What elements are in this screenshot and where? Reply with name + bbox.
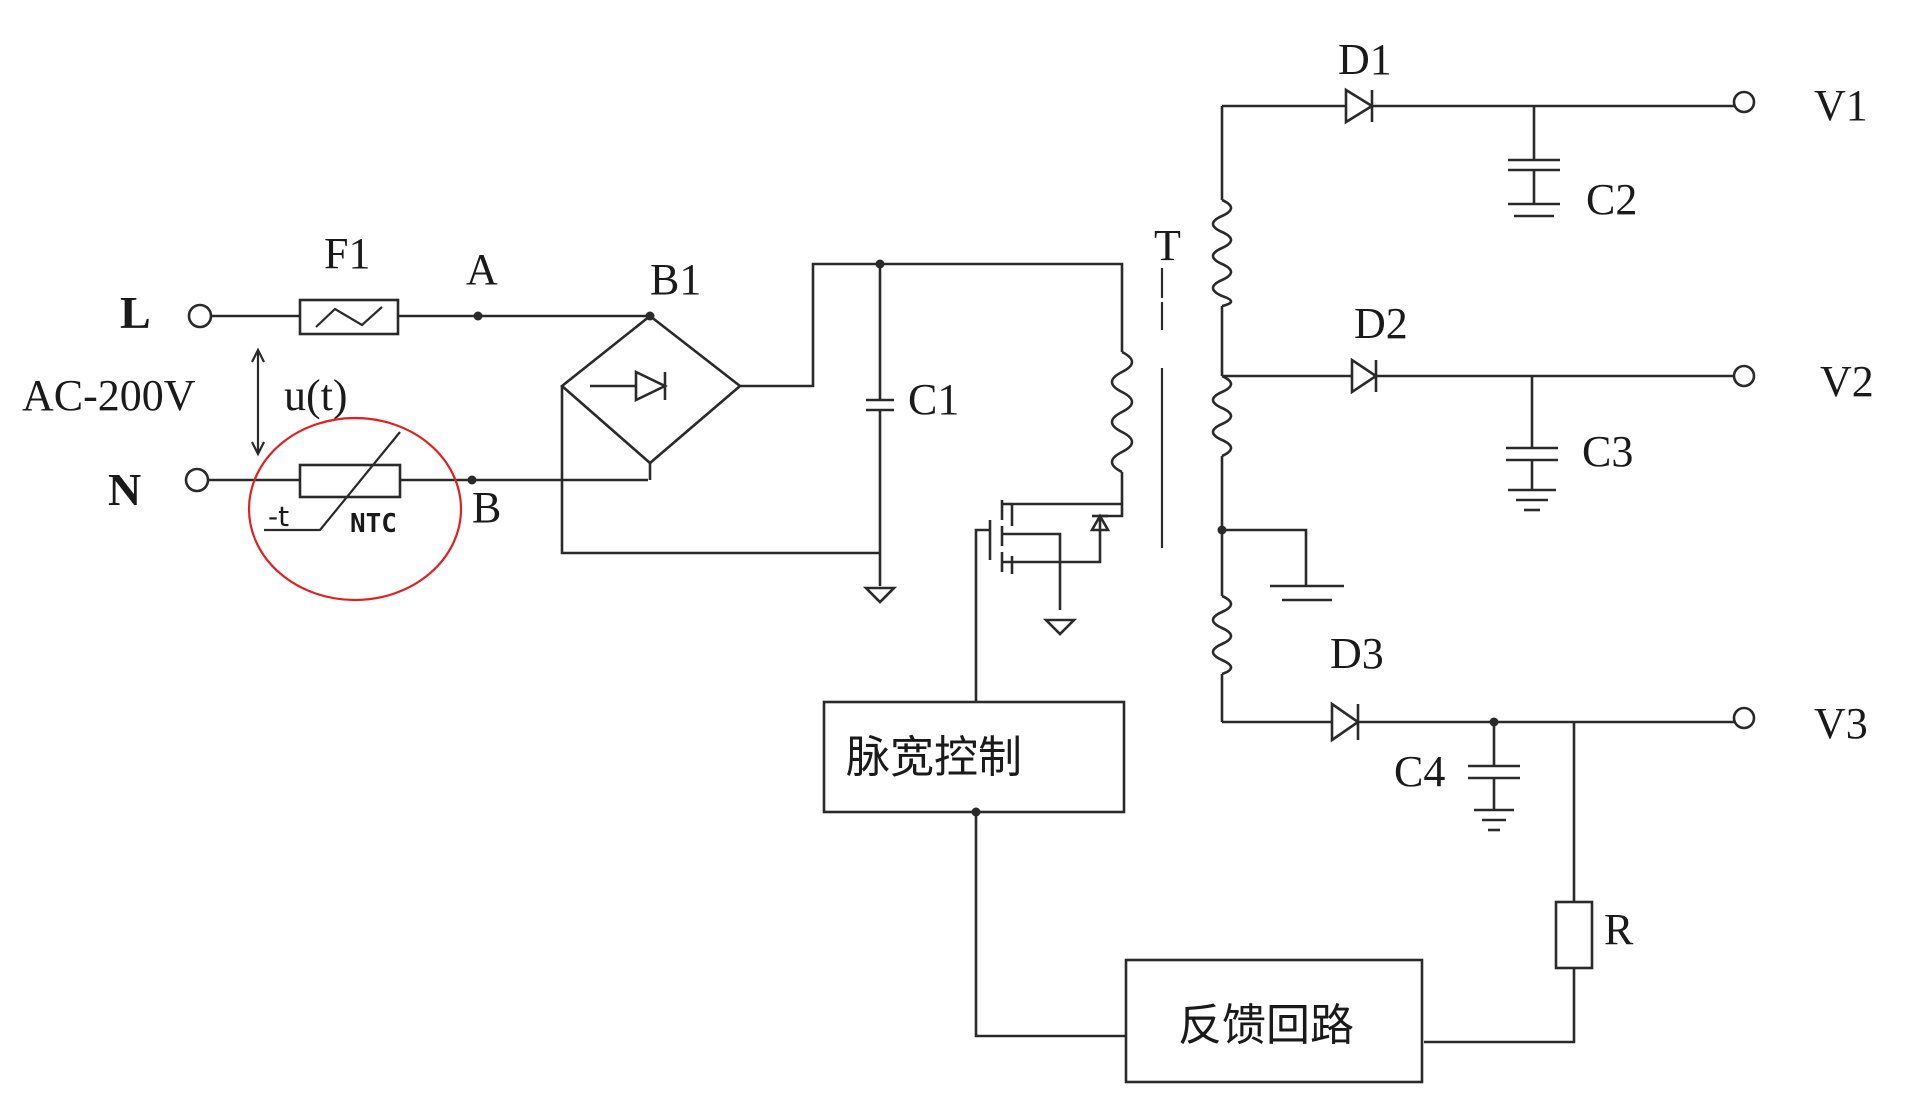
- terminal-v1: [1732, 90, 1756, 114]
- label-f1: F1: [324, 229, 370, 278]
- mosfet-switch: [974, 500, 1124, 700]
- label-l: L: [120, 287, 151, 338]
- highlight-circle: [247, 416, 463, 602]
- terminal-v3: [1732, 706, 1756, 730]
- terminal-l: [187, 303, 213, 329]
- feedback-loop-block: 反馈回路: [1124, 958, 1424, 1084]
- label-d2: D2: [1354, 299, 1408, 348]
- label-c2: C2: [1586, 175, 1637, 224]
- label-d1: D1: [1338, 35, 1392, 84]
- node-b-dot: [467, 475, 477, 485]
- transformer-t: T: [1110, 106, 1233, 722]
- ac-input: L N AC-200V u(t): [22, 287, 348, 515]
- label-ntc-type: NTC: [350, 509, 397, 539]
- label-b1: B1: [650, 255, 701, 304]
- label-feedback-block: 反馈回路: [1178, 1000, 1354, 1051]
- output-v1: D1 V1 C2: [1222, 35, 1868, 224]
- ground-symbol-mosfet: [1042, 618, 1078, 636]
- label-node-b: B: [472, 483, 501, 532]
- label-c3: C3: [1582, 427, 1633, 476]
- label-t: T: [1154, 221, 1181, 270]
- ground-symbol-c1: [862, 586, 898, 604]
- resistor-r: R: [1424, 722, 1634, 1044]
- label-node-a: A: [466, 245, 498, 294]
- label-n: N: [108, 464, 141, 515]
- label-v1: V1: [1814, 81, 1868, 130]
- voltage-arrowhead-top: [251, 347, 265, 363]
- output-v3: D3 V3 C4: [1222, 629, 1868, 832]
- secondary-ground: [1222, 528, 1344, 602]
- terminal-n: [184, 467, 210, 493]
- pwm-control-block: 脉宽控制: [822, 700, 1126, 1038]
- label-v2: V2: [1820, 357, 1874, 406]
- capacitor-c1: C1: [862, 259, 959, 604]
- label-d3: D3: [1330, 629, 1384, 678]
- label-ntc-temp: -t: [268, 500, 289, 533]
- node-a-dot: [473, 311, 483, 321]
- label-r: R: [1604, 905, 1634, 954]
- voltage-arrowhead-bottom: [251, 441, 265, 457]
- label-voltage: u(t): [284, 371, 348, 420]
- label-c1: C1: [908, 375, 959, 424]
- fuse-f1: F1: [211, 229, 648, 336]
- label-v3: V3: [1814, 699, 1868, 748]
- ntc-thermistor: -t NTC: [208, 416, 648, 602]
- terminal-v2: [1732, 364, 1756, 388]
- label-c4: C4: [1394, 747, 1445, 796]
- bridge-rectifier-b1: B1: [559, 255, 1124, 555]
- output-v2: D2 V2 C3: [1222, 299, 1874, 512]
- label-ac-source: AC-200V: [22, 371, 196, 420]
- label-pwm-block: 脉宽控制: [846, 732, 1022, 783]
